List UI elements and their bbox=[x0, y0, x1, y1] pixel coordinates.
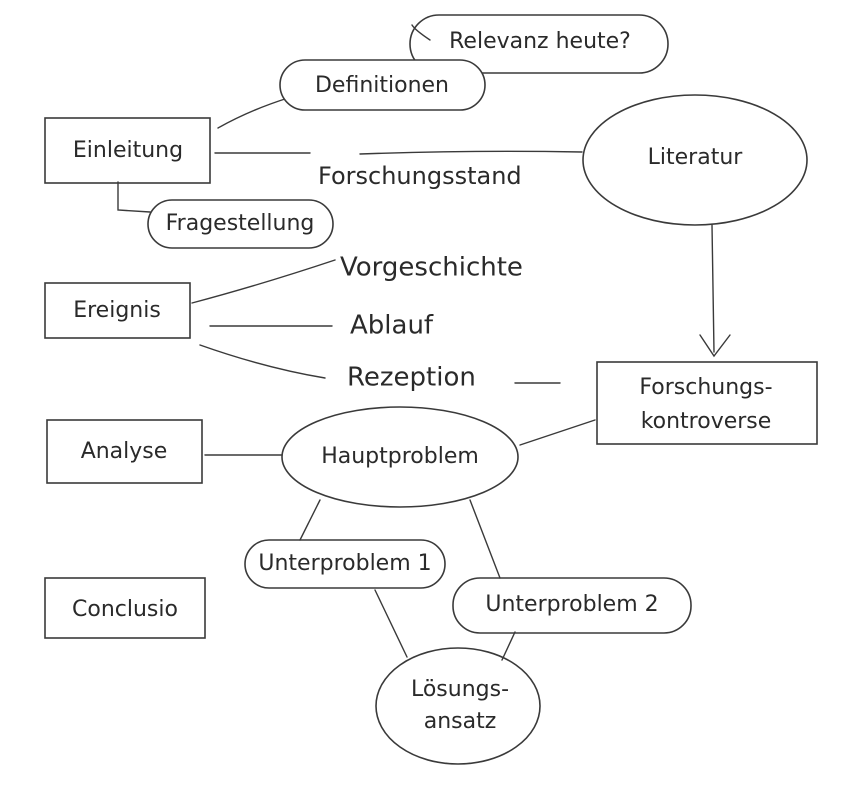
edges bbox=[117, 24, 731, 661]
node-label: Literatur bbox=[648, 145, 744, 170]
node-definitionen: Definitionen bbox=[279, 59, 486, 111]
node-ereignis: Ereignis bbox=[44, 282, 191, 339]
node-label: Relevanz heute? bbox=[449, 29, 631, 54]
node-label: Hauptproblem bbox=[321, 444, 479, 469]
node-unterproblem2: Unterproblem 2 bbox=[452, 577, 692, 634]
node-relevanz: Relevanz heute? bbox=[409, 14, 669, 74]
node-fragestellung: Fragestellung bbox=[147, 199, 334, 249]
edge-einleitung-definitionen bbox=[217, 97, 289, 129]
node-label-line2: ansatz bbox=[424, 709, 497, 734]
node-label-line2: kontroverse bbox=[641, 409, 772, 434]
node-label: Einleitung bbox=[73, 138, 183, 163]
node-einleitung: Einleitung bbox=[44, 117, 211, 184]
edge-hauptproblem-unterproblem1 bbox=[299, 499, 321, 541]
node-label-line1: Forschungs- bbox=[639, 375, 772, 400]
edge-unterproblem1-loesung bbox=[374, 589, 408, 658]
node-label: Analyse bbox=[81, 439, 168, 464]
edge-ereignis-vorgeschichte bbox=[191, 259, 336, 304]
node-literatur: Literatur bbox=[582, 94, 808, 226]
edge-ereignis-rezeption bbox=[199, 344, 326, 379]
bubble bbox=[452, 577, 692, 634]
node-label: Ereignis bbox=[73, 298, 161, 323]
bubble bbox=[409, 14, 669, 74]
box bbox=[44, 282, 191, 339]
edge-definitionen-relevanz bbox=[411, 24, 431, 41]
node-label: Definitionen bbox=[315, 73, 449, 98]
bubble bbox=[279, 59, 486, 111]
node-conclusio: Conclusio bbox=[44, 577, 206, 639]
edge-einleitung-fragestellung bbox=[117, 181, 151, 213]
box bbox=[596, 361, 818, 445]
node-forschungskontroverse: Forschungs- kontroverse bbox=[596, 361, 818, 445]
node-label: Fragestellung bbox=[166, 211, 315, 236]
label-rezeption: Rezeption bbox=[347, 363, 476, 393]
node-label-line1: Lösungs- bbox=[411, 677, 509, 702]
edge-kontroverse-hauptproblem bbox=[519, 419, 596, 446]
bubble bbox=[147, 199, 334, 249]
node-unterproblem1: Unterproblem 1 bbox=[244, 539, 446, 589]
bubble bbox=[244, 539, 446, 589]
bubble bbox=[375, 647, 541, 765]
label-ablauf: Ablauf bbox=[350, 311, 434, 341]
node-label: Unterproblem 2 bbox=[485, 592, 658, 617]
node-label: Unterproblem 1 bbox=[258, 551, 431, 576]
edge-hauptproblem-unterproblem2 bbox=[469, 499, 501, 579]
node-loesungsansatz: Lösungs- ansatz bbox=[375, 647, 541, 765]
edge-unterproblem2-loesung bbox=[501, 631, 516, 661]
edge-literatur-kontroverse bbox=[711, 224, 715, 353]
label-forschungsstand: Forschungsstand bbox=[318, 162, 522, 190]
bubble bbox=[582, 94, 808, 226]
edge-forschungsstand-literatur bbox=[359, 150, 583, 155]
node-hauptproblem: Hauptproblem bbox=[281, 406, 519, 508]
box bbox=[44, 117, 211, 184]
node-analyse: Analyse bbox=[46, 419, 203, 484]
box bbox=[44, 577, 206, 639]
box bbox=[46, 419, 203, 484]
bubble bbox=[281, 406, 519, 508]
arrowhead bbox=[699, 334, 731, 358]
label-vorgeschichte: Vorgeschichte bbox=[340, 253, 523, 283]
node-label: Conclusio bbox=[72, 597, 178, 622]
